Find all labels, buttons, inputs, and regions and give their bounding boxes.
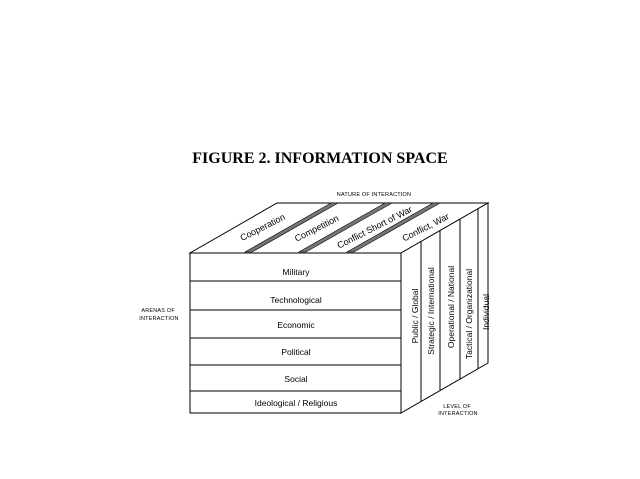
top-divider-2 (297, 202, 394, 253)
cube-side-face (400, 202, 489, 414)
arena-label: Technological (270, 295, 322, 305)
arena-labels: Military Technological Economic Politica… (255, 267, 338, 408)
level-label: Strategic / International (426, 267, 436, 355)
level-label: Operational / National (446, 266, 456, 348)
front-face-dividers (190, 280, 401, 392)
arena-label: Ideological / Religious (255, 398, 338, 408)
arena-label: Economic (277, 320, 315, 330)
level-label: Individual (481, 294, 491, 330)
top-divider-3 (345, 202, 442, 253)
level-label: Public / Global (410, 288, 420, 343)
level-label: Tactical / Organizational (464, 269, 474, 359)
top-divider-1 (243, 202, 340, 253)
figure-title: FIGURE 2. INFORMATION SPACE (192, 150, 447, 167)
level-labels: Public / Global Strategic / Internationa… (410, 266, 491, 359)
arena-label: Social (284, 374, 307, 384)
nature-axis-label: NATURE OF INTERACTION (337, 192, 411, 198)
level-axis-label: LEVEL OF INTERACTION (438, 404, 477, 417)
top-face-dividers (243, 202, 442, 253)
arena-label: Military (283, 267, 311, 277)
arenas-axis-label: ARENAS OF INTERACTION (139, 308, 178, 322)
arena-label: Political (281, 347, 310, 357)
cube-front-face (189, 252, 402, 414)
side-face-dividers (420, 209, 479, 401)
